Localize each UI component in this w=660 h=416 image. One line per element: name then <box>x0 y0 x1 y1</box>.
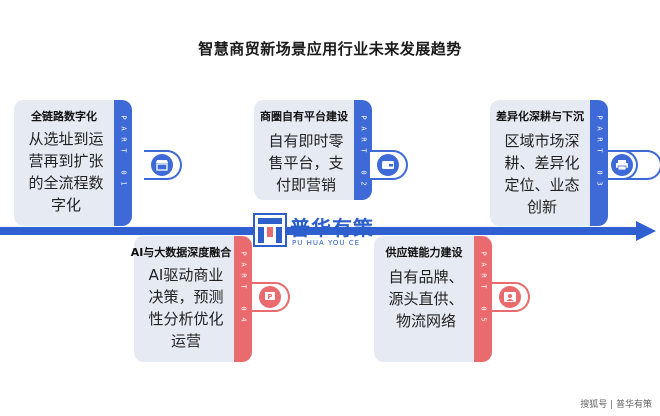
card-text: 从选址到运营再到扩张的全流程数字化 <box>28 130 104 214</box>
icon-tab <box>492 282 530 312</box>
presentation-icon: P <box>259 286 281 308</box>
footer-watermark: 搜狐号 | 普华有策 <box>580 400 652 410</box>
card-text: 区域市场深耕、差异化定位、业态创新 <box>504 132 580 216</box>
brand-logo: 普华有策 PU HUA YOU CE <box>252 208 374 254</box>
printer-icon <box>611 154 633 176</box>
timeline-arrow-icon <box>636 221 656 241</box>
card-text: AI驱动商业决策，预测性分析优化运营 <box>148 266 224 350</box>
user-card-icon <box>499 286 521 308</box>
card-body <box>14 100 114 226</box>
logo-subtitle: PU HUA YOU CE <box>292 239 361 247</box>
diagram-title: 智慧商贸新场景应用行业未来发展趋势 <box>198 40 462 58</box>
svg-text:P: P <box>267 293 272 301</box>
icon-tab <box>144 150 182 180</box>
card-body <box>134 236 234 362</box>
logo-name: 普华有策 <box>290 216 374 240</box>
card-title: 全链路数字化 <box>31 110 97 123</box>
icon-tab <box>370 150 408 180</box>
card-body <box>490 100 590 226</box>
wallet-icon <box>377 154 399 176</box>
card-title: 商圈自有平台建设 <box>260 110 348 123</box>
timeline-bar <box>0 227 640 235</box>
shop-icon <box>151 154 173 176</box>
icon-tab <box>608 150 638 180</box>
card-body <box>374 236 474 362</box>
card-title: 差异化深耕与下沉 <box>496 110 584 123</box>
card-text: 自有即时零售平台，支付即营销 <box>268 132 344 194</box>
logo-mark-icon <box>253 213 287 247</box>
card-title: 供应链能力建设 <box>385 246 463 259</box>
card-text: 自有品牌、源头直供、物流网络 <box>388 268 464 330</box>
card-title: AI与大数据深度融合 <box>130 246 232 259</box>
icon-tab: P <box>252 282 290 312</box>
card-body <box>254 100 354 200</box>
